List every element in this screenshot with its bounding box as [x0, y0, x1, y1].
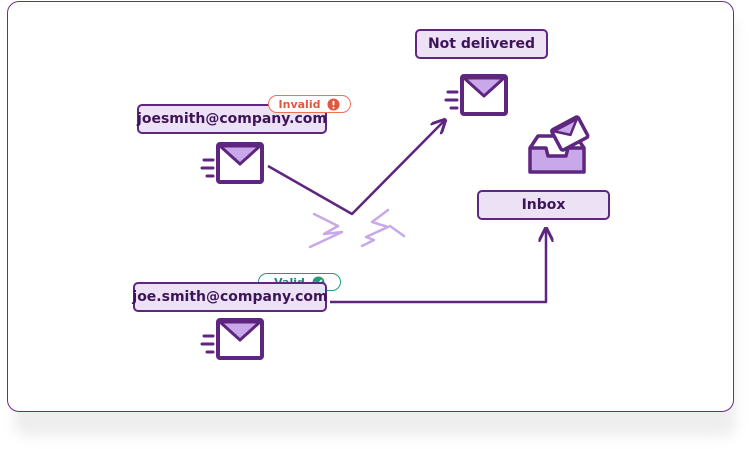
inbox-pill: Inbox	[477, 190, 610, 220]
collision-burst-icon	[308, 208, 406, 249]
inbox-tray-icon	[528, 115, 590, 174]
not-delivered-label: Not delivered	[427, 36, 536, 52]
invalid-email-text: joesmith@company.com	[137, 111, 327, 127]
exclamation-circle-icon	[327, 97, 341, 111]
envelope-with-speed-lines-icon	[200, 318, 264, 360]
valid-path-line	[330, 230, 546, 304]
valid-email-text: joe.smith@company.com	[132, 289, 328, 305]
diagram-card	[7, 1, 734, 412]
envelope-with-speed-lines-icon	[200, 142, 264, 184]
invalid-badge-label: Invalid	[278, 97, 321, 111]
not-delivered-pill: Not delivered	[415, 29, 548, 59]
inbox-label: Inbox	[521, 197, 566, 213]
envelope-with-speed-lines-icon	[444, 74, 508, 116]
invalid-badge: Invalid	[268, 95, 351, 113]
invalid-path-line	[267, 121, 444, 216]
valid-email-pill: joe.smith@company.com	[132, 282, 328, 312]
